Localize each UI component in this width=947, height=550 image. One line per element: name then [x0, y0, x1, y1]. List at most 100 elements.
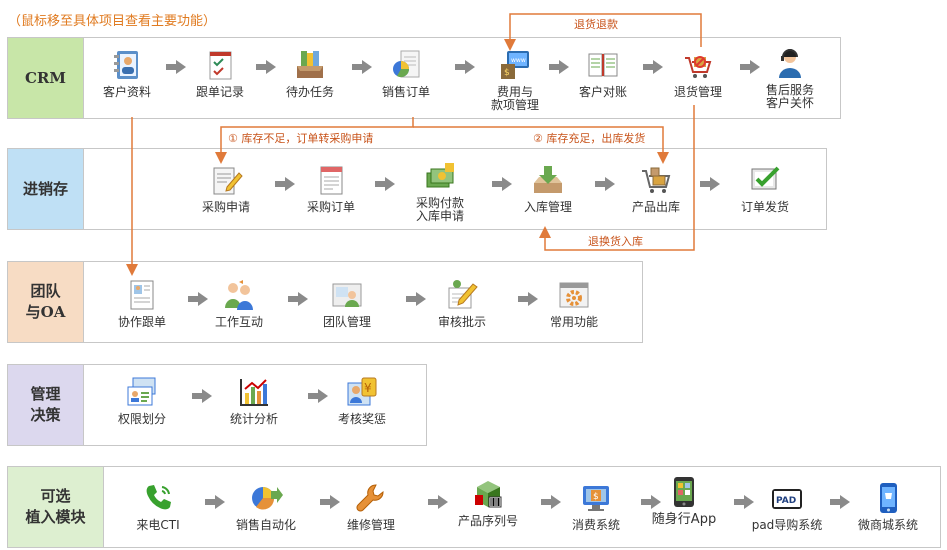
check-monitor-icon — [751, 166, 780, 190]
item-expense-payment[interactable]: www$ 费用与 款项管理 — [475, 48, 555, 112]
item-label: 考核奖惩 — [337, 412, 386, 426]
item-work-interaction[interactable]: 工作互动 — [199, 278, 279, 329]
row-team-oa: 团队 与OA 协作跟单 工作互动 团队管理 审核批示 常用功能 — [7, 261, 643, 343]
item-statistical-analysis[interactable]: 统计分析 — [214, 375, 294, 426]
item-label: 采购申请 — [201, 200, 250, 214]
pad-icon: PAD — [772, 489, 802, 509]
item-sales-automation[interactable]: 销售自动化 — [226, 481, 306, 532]
item-label: 权限划分 — [117, 412, 166, 426]
item-purchase-order[interactable]: 采购订单 — [291, 163, 371, 214]
flow-line-stock-ok — [413, 126, 669, 164]
flow-line-return-in — [539, 105, 695, 251]
arrow-right-icon — [188, 292, 208, 306]
item-label: 费用与 款项管理 — [490, 85, 539, 112]
smartphone-shop-icon — [880, 483, 897, 513]
arrow-right-icon — [595, 177, 615, 191]
item-repair-management[interactable]: 维修管理 — [331, 481, 411, 532]
row-management-decision: 管理 决策 权限划分 统计分析 ¥ 考核奖惩 — [7, 364, 427, 446]
item-label: 退货管理 — [673, 85, 722, 99]
item-order-shipping[interactable]: 订单发货 — [725, 163, 805, 214]
barcode-box-icon — [475, 481, 502, 508]
item-sales-order[interactable]: 销售订单 — [366, 48, 446, 99]
item-follow-up-record[interactable]: 跟单记录 — [180, 48, 260, 99]
item-label: 产品出库 — [631, 200, 680, 214]
item-micro-mall[interactable]: 微商城系统 — [848, 481, 928, 532]
item-label: 协作跟单 — [117, 315, 166, 329]
item-mobile-app[interactable]: 随身行App — [644, 475, 724, 526]
item-warehousing-management[interactable]: 入库管理 — [508, 163, 588, 214]
item-review-approval[interactable]: 审核批示 — [422, 278, 502, 329]
svg-text:¥: ¥ — [364, 381, 372, 395]
phone-icon — [146, 485, 171, 510]
arrow-right-icon — [700, 177, 720, 191]
item-label: 来电CTI — [136, 518, 180, 532]
row-crm: CRM 客户资料 跟单记录 待办任务 销售订单 www$ 费用与 款项管理 客户… — [7, 37, 841, 119]
return-cart-icon — [685, 56, 712, 78]
flow-label-stock-short: ① 库存不足，订单转采购申请 — [226, 130, 376, 146]
item-purchase-payment-warehousing[interactable]: 采购付款 入库申请 — [400, 159, 480, 223]
item-product-outbound[interactable]: 产品出库 — [616, 163, 696, 214]
item-permission-division[interactable]: 权限划分 — [102, 375, 182, 426]
item-team-management[interactable]: 团队管理 — [307, 278, 387, 329]
item-label: 入库管理 — [523, 200, 572, 214]
item-product-serial-number[interactable]: 产品序列号 — [448, 477, 528, 528]
open-ledger-icon — [588, 53, 618, 77]
row-purchase-sales-inventory: 进销存 采购申请 采购订单 采购付款 入库申请 入库管理 产品出库 订单发货 — [7, 148, 827, 230]
mobile-phone-icon — [674, 477, 694, 507]
hover-hint: （鼠标移至具体项目查看主要功能） — [8, 14, 217, 29]
cart-boxes-icon — [642, 167, 671, 193]
arrow-right-icon — [320, 495, 340, 509]
row-label-crm: CRM — [8, 38, 84, 118]
arrow-right-icon — [166, 60, 186, 74]
item-customer-statement[interactable]: 客户对账 — [563, 48, 643, 99]
item-label: 订单发货 — [740, 200, 789, 214]
team-folder-icon — [332, 283, 362, 307]
edit-document-icon — [213, 167, 243, 195]
inbox-download-icon — [534, 166, 562, 193]
item-label: 随身行App — [651, 512, 717, 527]
item-call-cti[interactable]: 来电CTI — [118, 481, 198, 532]
flow-line-refund — [504, 13, 702, 51]
item-pad-shopping-guide[interactable]: PAD pad导购系统 — [747, 481, 827, 532]
flow-label-return-in: 退换货入库 — [586, 233, 645, 249]
item-label: 客户资料 — [102, 85, 151, 99]
row-label-team-oa: 团队 与OA — [8, 262, 84, 342]
item-label: 售后服务 客户关怀 — [765, 83, 814, 110]
item-customer-profile[interactable]: 客户资料 — [87, 48, 167, 99]
profile-card-icon — [130, 280, 154, 310]
address-book-icon — [114, 51, 138, 79]
notebook-icon — [209, 51, 232, 80]
item-return-management[interactable]: 退货管理 — [658, 48, 738, 99]
wrench-icon — [356, 484, 384, 512]
arrow-right-icon — [518, 292, 538, 306]
item-label: 客户对账 — [578, 85, 627, 99]
arrow-right-icon — [256, 60, 276, 74]
reward-card-icon: ¥ — [347, 377, 377, 406]
item-label: 待办任务 — [285, 85, 334, 99]
item-consumption-system[interactable]: $ 消费系统 — [556, 481, 636, 532]
item-todo-tasks[interactable]: 待办任务 — [270, 48, 350, 99]
item-purchase-request[interactable]: 采购申请 — [186, 163, 266, 214]
item-label: 常用功能 — [549, 315, 598, 329]
item-label: 采购订单 — [306, 200, 355, 214]
item-label: 统计分析 — [229, 412, 278, 426]
arrow-right-icon — [492, 177, 512, 191]
arrow-right-icon — [641, 495, 661, 509]
svg-text:www: www — [511, 57, 526, 64]
item-collaborative-follow-up[interactable]: 协作跟单 — [102, 278, 182, 329]
payment-monitor-icon: $ — [583, 486, 609, 511]
order-form-icon — [320, 166, 343, 195]
arrow-right-icon — [549, 60, 569, 74]
id-cards-icon — [127, 377, 156, 406]
people-interaction-icon — [225, 280, 253, 310]
item-after-sales-care[interactable]: 售后服务 客户关怀 — [750, 46, 830, 110]
row-label-management-decision: 管理 决策 — [8, 365, 84, 445]
arrow-right-icon — [375, 177, 395, 191]
row-optional-modules: 可选 植入模块 来电CTI 销售自动化 维修管理 产品序列号 $ 消费系统 随身… — [7, 466, 941, 548]
item-assessment-rewards[interactable]: ¥ 考核奖惩 — [322, 375, 402, 426]
item-common-functions[interactable]: 常用功能 — [534, 278, 614, 329]
item-label: 微商城系统 — [857, 518, 918, 532]
item-label: 产品序列号 — [457, 514, 518, 528]
item-label: pad导购系统 — [751, 518, 823, 532]
